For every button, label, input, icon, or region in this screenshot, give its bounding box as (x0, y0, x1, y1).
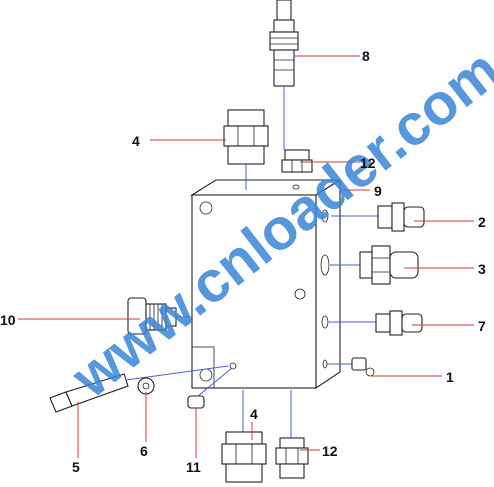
part-1-plug (327, 357, 375, 377)
part-2-fitting (331, 202, 425, 232)
callout-4-bottom: 4 (250, 406, 258, 422)
callout-4-top: 4 (132, 133, 140, 149)
callout-5: 5 (72, 459, 80, 475)
callout-7: 7 (478, 318, 486, 334)
part-7-fitting (329, 310, 423, 336)
valve-block (190, 179, 342, 390)
leader-lines (18, 55, 474, 458)
part-12-bottom-fitting (275, 390, 309, 479)
part-8-sensor (269, 0, 299, 150)
callout-12-top: 12 (360, 155, 376, 171)
part-11-plug (187, 367, 233, 409)
part-10-valve (127, 297, 192, 335)
callout-1: 1 (446, 369, 454, 385)
part-4-top-fitting (223, 109, 269, 190)
callout-12-bottom: 12 (322, 443, 338, 459)
part-3-fitting (330, 245, 419, 285)
part-4-bottom-fitting (221, 390, 267, 483)
callout-8: 8 (362, 48, 370, 64)
part-5-bolt (49, 365, 229, 413)
callout-3: 3 (478, 261, 486, 277)
part-12-top-fitting (281, 149, 313, 173)
callout-10: 10 (0, 312, 16, 328)
callout-11: 11 (186, 459, 201, 475)
callout-6: 6 (140, 443, 148, 459)
part-6-washer (137, 377, 155, 395)
callout-9: 9 (374, 183, 382, 199)
callout-2: 2 (478, 214, 486, 230)
